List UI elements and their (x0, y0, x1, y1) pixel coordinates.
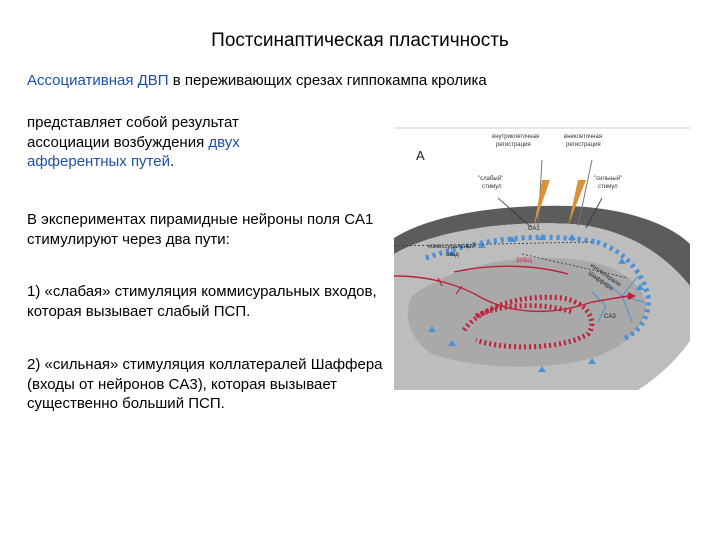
strong-stimulus-label-line1: "сильный" (594, 175, 622, 182)
subtitle-rest: в переживающих срезах гиппокампа кролика (168, 72, 487, 89)
afferent-paths-highlight: двух афферентных путей (27, 133, 240, 171)
intracellular-label-line2: регистрация (496, 142, 531, 148)
weak-stimulus-label-line1: "слабый" (478, 175, 503, 182)
paragraph-weak-stimulation: 1) «слабая» стимуляция коммисуральных вх… (27, 283, 377, 320)
commissural-label-line2: вход (446, 252, 459, 258)
ca1-pyramidal-layer (425, 234, 598, 261)
slide-title: Постсинаптическая пластичность (211, 30, 509, 51)
ca3-dendrites (591, 275, 645, 323)
paragraph-strong-stimulation: 2) «сильная» стимуляция коллатералей Шаф… (27, 356, 383, 412)
ca3-label: CA3 (604, 314, 616, 320)
intracellular-label-line1: внутриклеточная (492, 134, 539, 140)
strong-stimulus-label-line2: стимул (598, 184, 618, 190)
slice-inner-layer (407, 257, 647, 367)
ca1-label: CA1 (528, 226, 540, 232)
extracellular-label-line1: внеклеточная (564, 134, 602, 140)
dentate-label: ЗУБЦ (516, 258, 532, 264)
paragraph-association-end: . (169, 153, 175, 170)
commissural-label-line1: комиссуральный (428, 243, 475, 250)
weak-stimulus-label-line2: стимул (482, 184, 502, 190)
ca3-pyramidal-layer (596, 239, 651, 343)
slice-outer-edge (394, 205, 690, 286)
recording-electrodes (497, 159, 603, 229)
panel-label: А (416, 148, 425, 163)
paragraph-association-text: представляет собой результат ассоциации … (27, 114, 239, 151)
extracellular-label-line2: регистрация (566, 142, 601, 148)
blue-neuron-markers (428, 234, 644, 372)
pathway-arrow-head (628, 292, 636, 300)
paragraph-experiments: В экспериментах пирамидные нейроны поля … (27, 211, 374, 248)
slide-subtitle: Ассоциативная ДВП в переживающих срезах … (27, 72, 487, 89)
paragraph-association: представляет собой результат ассоциации … (27, 113, 297, 172)
subtitle-highlight: Ассоциативная ДВП (27, 72, 169, 89)
commissural-input-line (393, 241, 593, 247)
dentate-gyrus-pathway (393, 265, 629, 350)
hippocampus-slice-figure: А внутриклеточная регистрация внеклеточн… (393, 127, 690, 390)
